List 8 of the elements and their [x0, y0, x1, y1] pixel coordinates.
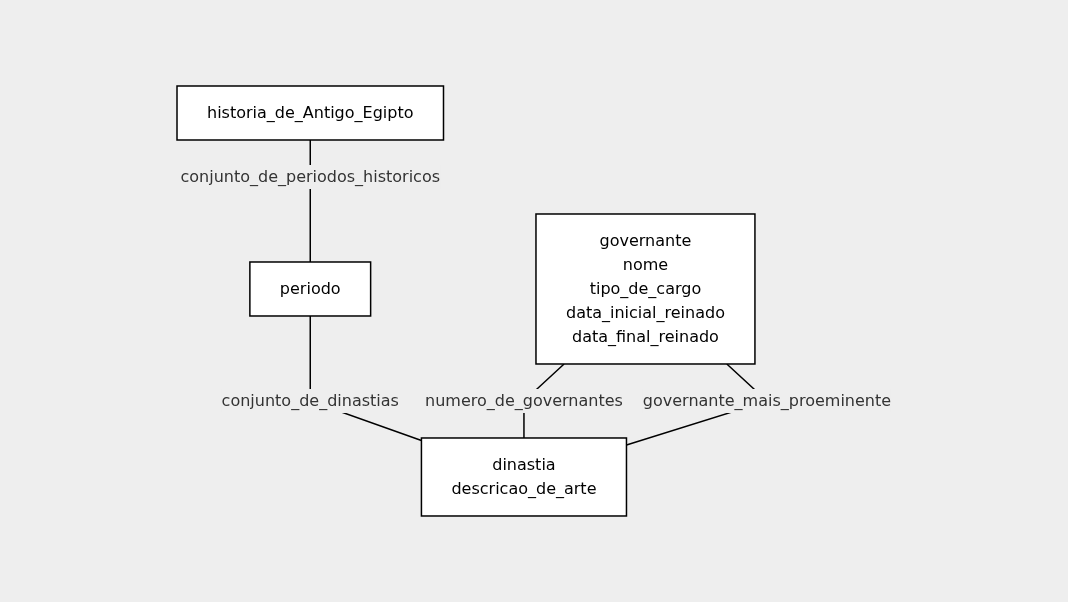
- edge-label: governante_mais_proeminente: [642, 390, 892, 410]
- edge-label: numero_de_governantes: [424, 390, 623, 410]
- node-box: historia_de_Antigo_Egipto: [176, 85, 445, 141]
- edge-label: conjunto_de_dinastias: [221, 390, 399, 410]
- node-box: governante nome tipo_de_cargo data_inicial_reinado data_final_reinado: [535, 213, 756, 365]
- node-box: periodo: [249, 261, 372, 317]
- edge-label: conjunto_de_periodos_historicos: [180, 167, 440, 186]
- node-box: dinastia descricao_de_arte: [420, 437, 628, 517]
